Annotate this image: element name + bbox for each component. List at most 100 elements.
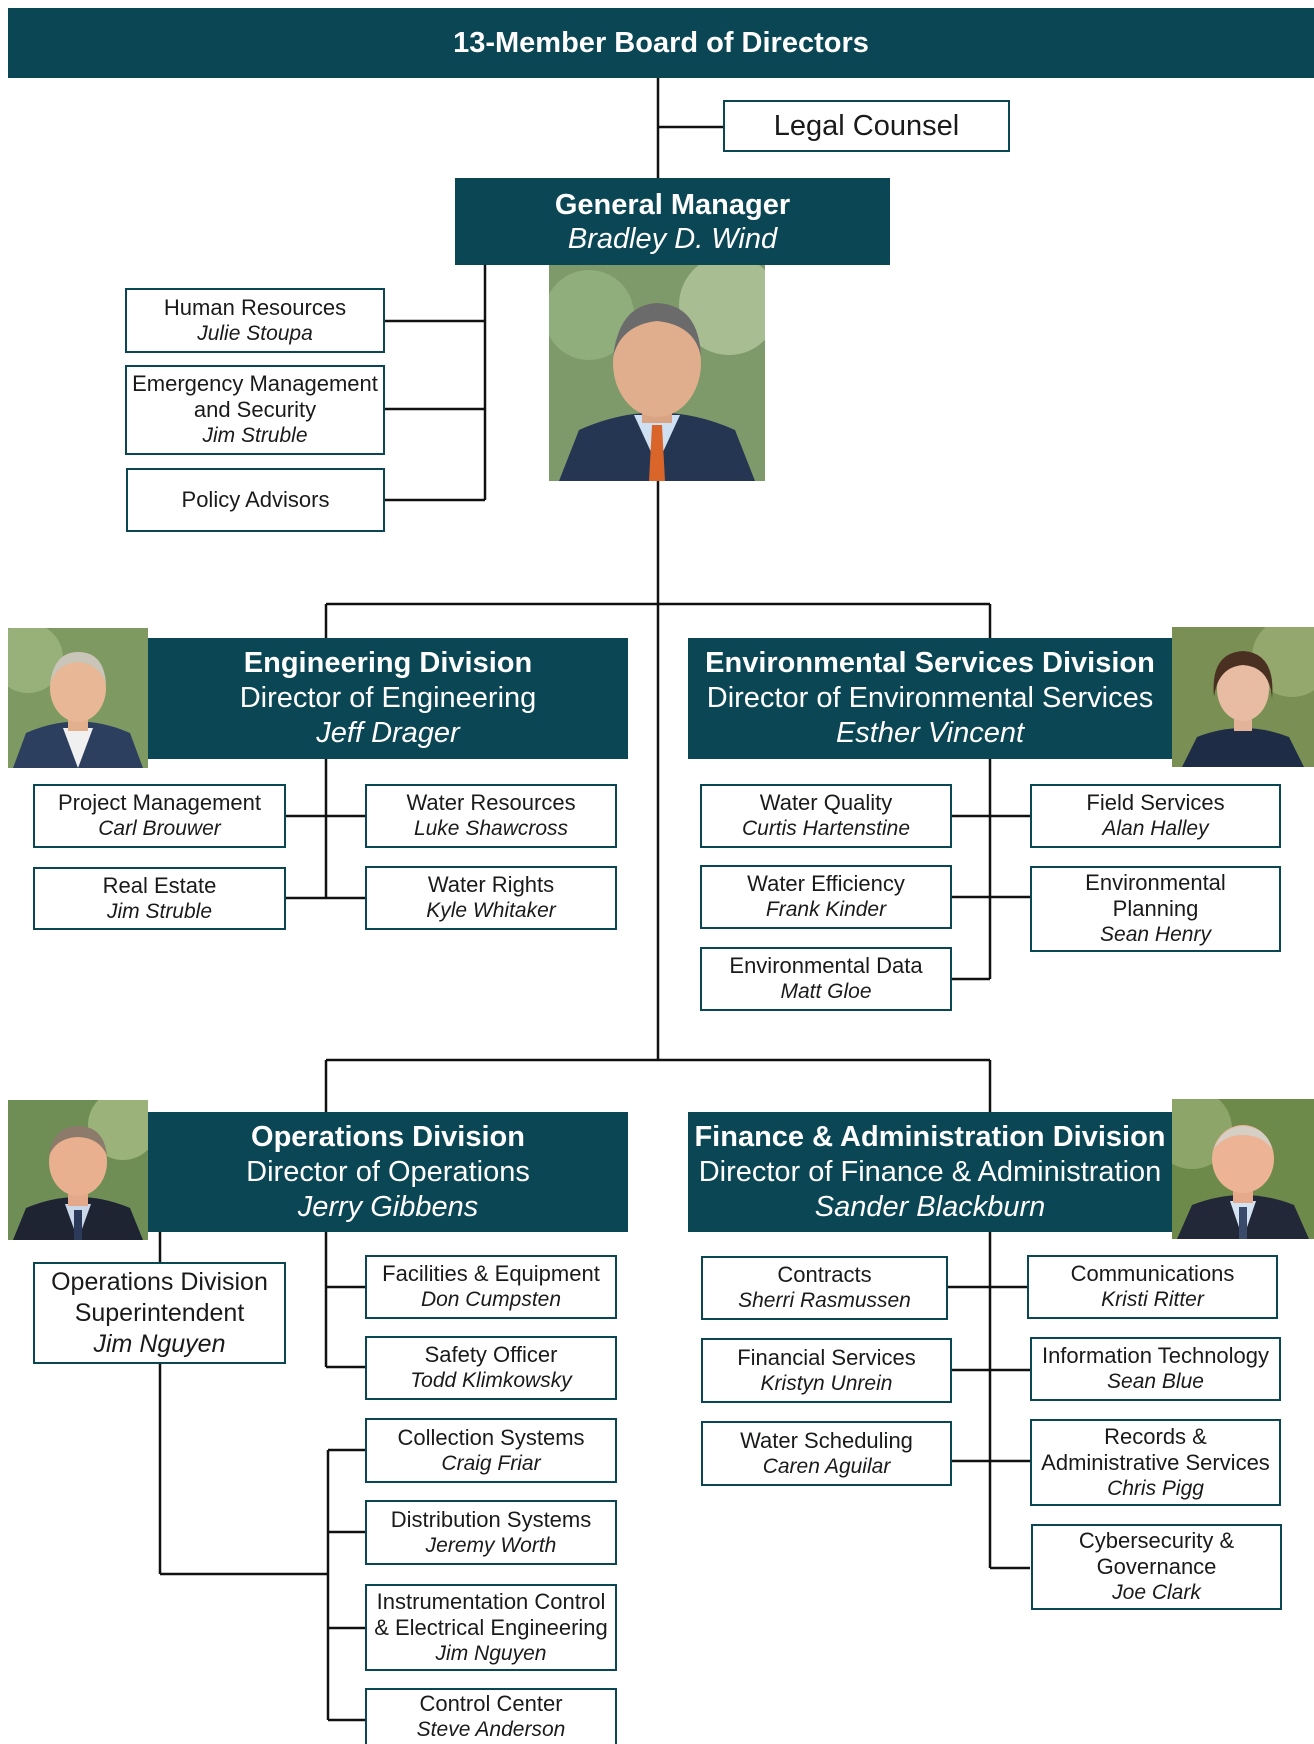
legal-counsel-title: Legal Counsel — [773, 110, 960, 142]
operations-superintendent-box: Operations Division Superintendent Jim N… — [33, 1262, 286, 1364]
engineering-unit-box: Real Estate Jim Struble — [33, 867, 286, 930]
gm-title: General Manager — [554, 188, 791, 221]
unit-title: Distribution Systems — [390, 1506, 592, 1532]
environmental-unit-box: Environmental Data Matt Gloe — [700, 947, 952, 1011]
unit-lead: Caren Aguilar — [762, 1454, 891, 1478]
unit-title: Operations Division Superintendent — [51, 1267, 268, 1327]
unit-title: Field Services — [1086, 790, 1225, 815]
division-name: Engineering Division — [243, 647, 533, 679]
environmental-director-photo — [1172, 627, 1314, 767]
operations-unit-box: Instrumentation Control & Electrical Eng… — [365, 1584, 617, 1671]
unit-title: Cybersecurity & Governance — [1078, 1528, 1235, 1579]
division-director-name: Jeff Drager — [316, 717, 460, 749]
engineering-unit-box: Project Management Carl Brouwer — [33, 784, 286, 848]
unit-title: Communications — [1070, 1261, 1235, 1286]
unit-lead: Craig Friar — [441, 1451, 541, 1475]
environmental-unit-box: Environmental Planning Sean Henry — [1030, 866, 1281, 952]
unit-lead: Frank Kinder — [765, 898, 887, 921]
engineering-director-photo — [8, 628, 148, 768]
engineering-unit-box: Water Rights Kyle Whitaker — [365, 866, 617, 930]
gm-photo — [549, 265, 765, 481]
environmental-division-banner: Environmental Services Division Director… — [688, 638, 1172, 759]
unit-lead: Luke Shawcross — [413, 817, 569, 840]
operations-director-photo — [8, 1100, 148, 1240]
operations-unit-box: Collection Systems Craig Friar — [365, 1418, 617, 1483]
unit-lead: Alan Halley — [1102, 817, 1209, 840]
unit-lead: Jim Struble — [106, 899, 213, 923]
board-of-directors-banner: 13-Member Board of Directors — [8, 8, 1314, 78]
division-director-role: Director of Operations — [246, 1155, 530, 1188]
unit-lead: Jim Nguyen — [93, 1329, 226, 1358]
unit-title: Water Resources — [406, 790, 576, 815]
unit-title: Records & Administrative Services — [1041, 1423, 1270, 1475]
operations-division-banner: Operations Division Director of Operatio… — [148, 1112, 628, 1232]
operations-unit-box: Facilities & Equipment Don Cumpsten — [365, 1255, 617, 1319]
environmental-unit-box: Water Efficiency Frank Kinder — [700, 865, 952, 929]
unit-lead: Joe Clark — [1112, 1581, 1201, 1604]
unit-lead: Todd Klimkowsky — [410, 1369, 572, 1392]
unit-title: Contracts — [777, 1262, 872, 1287]
unit-title: Water Scheduling — [740, 1427, 913, 1453]
unit-lead: Matt Gloe — [780, 980, 872, 1003]
division-director-role: Director of Environmental Services — [706, 682, 1154, 714]
unit-lead: Jim Nguyen — [435, 1641, 547, 1665]
unit-lead: Sherri Rasmussen — [738, 1289, 911, 1312]
finance-unit-box: Contracts Sherri Rasmussen — [701, 1256, 948, 1320]
division-director-role: Director of Finance & Administration — [698, 1155, 1162, 1188]
finance-unit-box: Communications Kristi Ritter — [1027, 1255, 1278, 1319]
board-title: 13-Member Board of Directors — [453, 26, 869, 59]
unit-lead: Steve Anderson — [416, 1718, 566, 1741]
unit-lead: Sean Blue — [1107, 1370, 1204, 1393]
unit-lead: Don Cumpsten — [420, 1288, 562, 1311]
unit-title: Water Quality — [759, 790, 893, 815]
legal-counsel-box: Legal Counsel — [723, 100, 1010, 152]
finance-unit-box: Records & Administrative Services Chris … — [1030, 1419, 1281, 1506]
gm-staff-title: Emergency Management and Security — [132, 371, 378, 422]
unit-title: Collection Systems — [397, 1424, 585, 1450]
unit-lead: Curtis Hartenstine — [741, 817, 911, 840]
division-director-name: Esther Vincent — [835, 717, 1025, 749]
unit-lead: Kristi Ritter — [1101, 1288, 1204, 1311]
unit-title: Real Estate — [102, 872, 217, 898]
finance-unit-box: Water Scheduling Caren Aguilar — [701, 1421, 952, 1486]
operations-unit-box: Distribution Systems Jeremy Worth — [365, 1500, 617, 1565]
division-director-name: Sander Blackburn — [814, 1190, 1046, 1223]
environmental-unit-box: Field Services Alan Halley — [1030, 784, 1281, 848]
division-director-role: Director of Engineering — [239, 682, 537, 714]
division-name: Finance & Administration Division — [694, 1120, 1166, 1153]
finance-unit-box: Financial Services Kristyn Unrein — [701, 1338, 952, 1403]
gm-staff-title: Policy Advisors — [181, 487, 330, 512]
unit-title: Safety Officer — [424, 1342, 558, 1367]
environmental-unit-box: Water Quality Curtis Hartenstine — [700, 784, 952, 848]
unit-title: Financial Services — [737, 1344, 916, 1370]
engineering-unit-box: Water Resources Luke Shawcross — [365, 784, 617, 848]
gm-staff-title: Human Resources — [163, 294, 347, 320]
unit-title: Water Efficiency — [747, 871, 905, 896]
unit-title: Environmental Planning — [1085, 870, 1226, 921]
unit-title: Water Rights — [427, 872, 555, 897]
finance-division-banner: Finance & Administration Division Direct… — [688, 1112, 1172, 1232]
unit-lead: Sean Henry — [1100, 923, 1211, 946]
unit-title: Facilities & Equipment — [382, 1261, 600, 1286]
gm-staff-name: Jim Struble — [202, 424, 308, 447]
engineering-division-banner: Engineering Division Director of Enginee… — [148, 638, 628, 759]
finance-director-photo — [1172, 1099, 1314, 1239]
unit-lead: Chris Pigg — [1107, 1476, 1204, 1500]
gm-staff-box: Human Resources Julie Stoupa — [125, 288, 385, 353]
unit-title: Information Technology — [1041, 1343, 1270, 1368]
general-manager-banner: General Manager Bradley D. Wind — [455, 178, 890, 265]
gm-staff-box: Policy Advisors — [126, 468, 385, 532]
division-name: Operations Division — [251, 1120, 525, 1153]
gm-staff-name: Julie Stoupa — [197, 321, 313, 345]
operations-unit-box: Control Center Steve Anderson — [365, 1688, 617, 1744]
division-director-name: Jerry Gibbens — [297, 1190, 479, 1223]
unit-title: Environmental Data — [729, 953, 923, 978]
finance-unit-box: Cybersecurity & Governance Joe Clark — [1031, 1524, 1282, 1610]
unit-lead: Jeremy Worth — [425, 1533, 557, 1557]
unit-title: Project Management — [58, 790, 261, 815]
finance-unit-box: Information Technology Sean Blue — [1030, 1337, 1281, 1401]
gm-name: Bradley D. Wind — [567, 222, 778, 255]
division-name: Environmental Services Division — [705, 647, 1155, 679]
gm-staff-box: Emergency Management and Security Jim St… — [125, 365, 385, 455]
